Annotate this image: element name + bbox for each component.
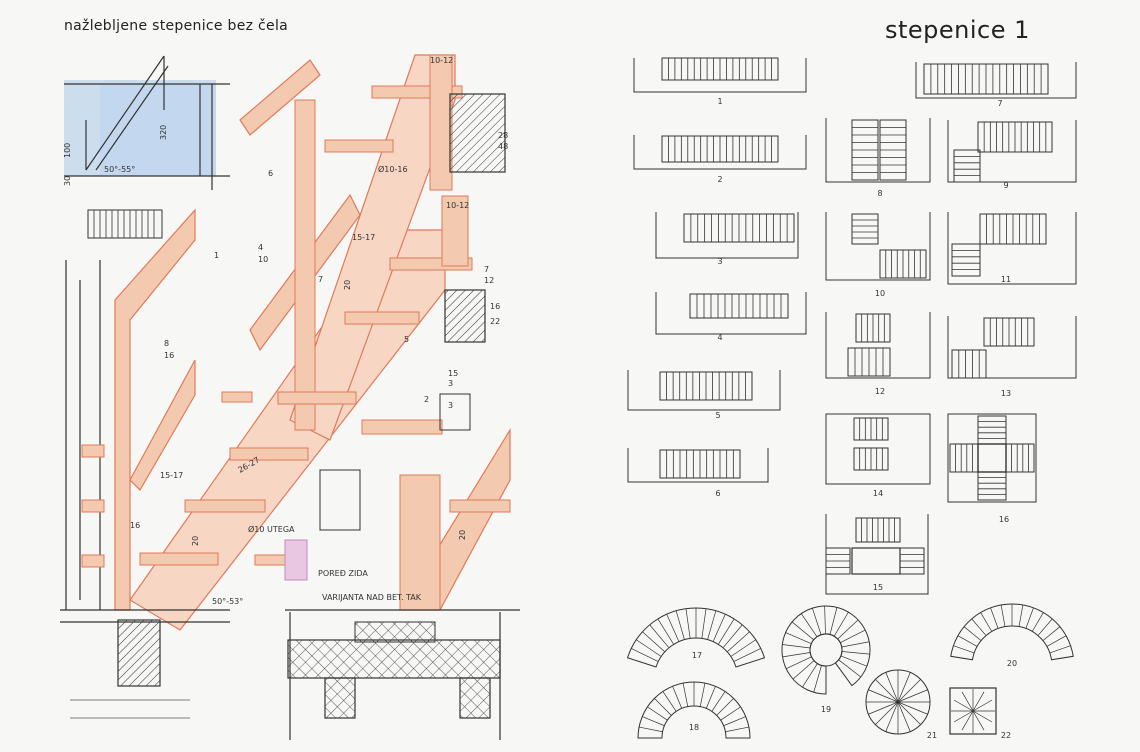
dim-label: 7 [318, 275, 323, 284]
plan-number-label: 15 [873, 583, 883, 592]
dim-label: 100 [63, 143, 72, 158]
left-title: nažlebljene stepenice bez čela [64, 18, 289, 34]
angle-label: 50°-55° [104, 165, 135, 174]
plan-number-label: 11 [1001, 275, 1011, 284]
dim-label: 10-12 [446, 201, 469, 210]
plan-number-label: 2 [717, 175, 722, 184]
plan-number-label: 20 [1007, 659, 1017, 668]
plan-number-label: 5 [715, 411, 720, 420]
dim-label: 320 [159, 125, 168, 140]
angle-label: 50°-53° [212, 597, 243, 606]
dim-label: 20 [191, 536, 200, 546]
dim-label: 30 [63, 176, 72, 186]
dim-label: 16 [490, 302, 500, 311]
dim-label: 6 [268, 169, 273, 178]
dim-label: 28 [498, 131, 508, 140]
plan-number-label: 1 [717, 97, 722, 106]
dim-label: 4 [258, 243, 263, 252]
plan-number-label: 8 [877, 189, 882, 198]
dim-label: 16 [164, 351, 174, 360]
dim-label: 20 [458, 530, 467, 540]
plan-number-label: 12 [875, 387, 885, 396]
plan-number-label: 13 [1001, 389, 1011, 398]
dim-label: 15-17 [352, 233, 375, 242]
plan-number-label: 21 [927, 731, 937, 740]
dim-label: 12 [484, 276, 494, 285]
dim-label: 22 [490, 317, 500, 326]
dim-label: 5 [404, 335, 409, 344]
plan-number-label: 22 [1001, 731, 1011, 740]
dim-label: 7 [484, 265, 489, 274]
dim-label: 8 [164, 339, 169, 348]
anchor-label: Ø10 UTEGA [248, 524, 295, 534]
dim-label: 3 [448, 401, 453, 410]
variant-label: VARIJANTA NAD BET. TAK [322, 593, 422, 602]
section-drawings: 320 10-12 10-12 15-17 15-17 20 20 20 26-… [60, 54, 520, 740]
dim-label: 2 [424, 395, 429, 404]
dim-label: 20 [343, 280, 352, 290]
dim-label: 48 [498, 142, 508, 151]
dim-label: 3 [448, 379, 453, 388]
dim-label: 15 [448, 369, 458, 378]
plan-number-label: 18 [689, 723, 699, 732]
plan-number-label: 16 [999, 515, 1009, 524]
plan-number-label: 9 [1003, 181, 1008, 190]
plan-number-label: 10 [875, 289, 885, 298]
plan-number-label: 3 [717, 257, 722, 266]
plan-number-label: 4 [717, 333, 722, 342]
dim-label: 1 [214, 251, 219, 260]
plan-number-label: 6 [715, 489, 720, 498]
dim-label: 15-17 [160, 471, 183, 480]
plan-number-label: 19 [821, 705, 831, 714]
plan-number-label: 7 [997, 99, 1002, 108]
dim-label: 16 [130, 521, 140, 530]
plan-number-label: 14 [873, 489, 883, 498]
dim-label: 10 [258, 255, 268, 264]
dim-label: 10-12 [430, 56, 453, 65]
right-title: stepenice 1 [885, 16, 1030, 44]
dim-label: Ø10-16 [378, 164, 408, 174]
plan-number-label: 17 [692, 651, 702, 660]
wall-label: POREĐ ZIDA [318, 569, 368, 578]
